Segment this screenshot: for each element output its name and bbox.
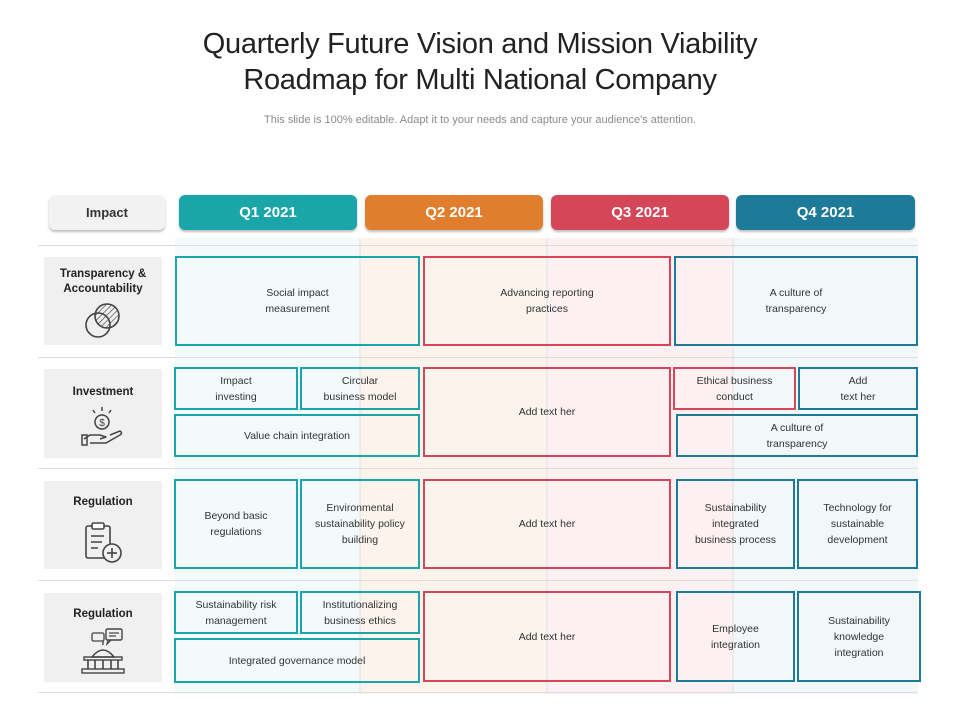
header-q2: Q2 2021	[365, 195, 543, 230]
row-label-regulation: Regulation	[44, 481, 162, 569]
svg-text:$: $	[99, 418, 105, 429]
header-q1: Q1 2021	[179, 195, 357, 230]
cell-sustainability-knowledge-integration: Sustainability knowledge integration	[797, 591, 921, 682]
row-separator	[38, 245, 918, 246]
venn-diagram-icon	[85, 303, 120, 338]
money-hand-icon: $	[81, 407, 123, 446]
q2-column-band	[360, 238, 547, 694]
cell-social-impact-measurement: Social impact measurement	[175, 256, 420, 346]
cell-add-text: Add text her	[423, 479, 671, 569]
row-label-transparency: Transparency & Accountability	[44, 257, 162, 345]
row-separator	[38, 580, 918, 581]
cell-beyond-basic-regulations: Beyond basic regulations	[174, 479, 298, 569]
row-separator	[38, 357, 918, 358]
cell-sustainability-risk-management: Sustainability risk management	[174, 591, 298, 634]
government-building-icon	[81, 628, 125, 674]
cell-impact-investing: Impact investing	[174, 367, 298, 410]
q3-column-band	[547, 238, 733, 694]
cell-add-text: Add text her	[423, 367, 671, 457]
cell-add-text: Add text her	[798, 367, 918, 410]
title-line-2: Roadmap for Multi National Company	[243, 64, 717, 96]
q4-column-band	[733, 238, 918, 694]
cell-culture-of-transparency: A culture of transparency	[676, 414, 918, 457]
cell-culture-of-transparency: A culture of transparency	[674, 256, 918, 346]
row-label-text: Investment	[72, 386, 134, 398]
page-title: Quarterly Future Vision and Mission Viab…	[0, 26, 960, 98]
cell-circular-business-model: Circular business model	[300, 367, 420, 410]
cell-advancing-reporting-practices: Advancing reporting practices	[423, 256, 671, 346]
row-separator	[38, 692, 918, 693]
page-subtitle: This slide is 100% editable. Adapt it to…	[264, 114, 696, 126]
cell-institutionalizing-business-ethics: Institutionalizing business ethics	[300, 591, 420, 634]
header-q3: Q3 2021	[551, 195, 729, 230]
row-label-text: Regulation	[73, 608, 133, 620]
cell-integrated-governance-model: Integrated governance model	[174, 638, 420, 683]
cell-technology-sustainable-development: Technology for sustainable development	[797, 479, 918, 569]
row-label-investment: Investment $	[44, 369, 162, 458]
row-label-text: Regulation	[73, 496, 133, 508]
cell-environmental-policy-building: Environmental sustainability policy buil…	[300, 479, 420, 569]
cell-sustainability-integrated-business-process: Sustainability integrated business proce…	[676, 479, 795, 569]
cell-add-text: Add text her	[423, 591, 671, 682]
row-label-regulation: Regulation	[44, 593, 162, 682]
clipboard-add-icon	[85, 522, 122, 563]
row-label-text: Transparency & Accountability	[59, 268, 147, 295]
title-line-1: Quarterly Future Vision and Mission Viab…	[202, 28, 758, 60]
header-impact: Impact	[49, 195, 165, 230]
cell-value-chain-integration: Value chain integration	[174, 414, 420, 457]
cell-employee-integration: Employee integration	[676, 591, 795, 682]
header-q4: Q4 2021	[736, 195, 915, 230]
q1-column-band	[175, 238, 360, 694]
cell-ethical-business-conduct: Ethical business conduct	[673, 367, 796, 410]
row-separator	[38, 468, 918, 469]
